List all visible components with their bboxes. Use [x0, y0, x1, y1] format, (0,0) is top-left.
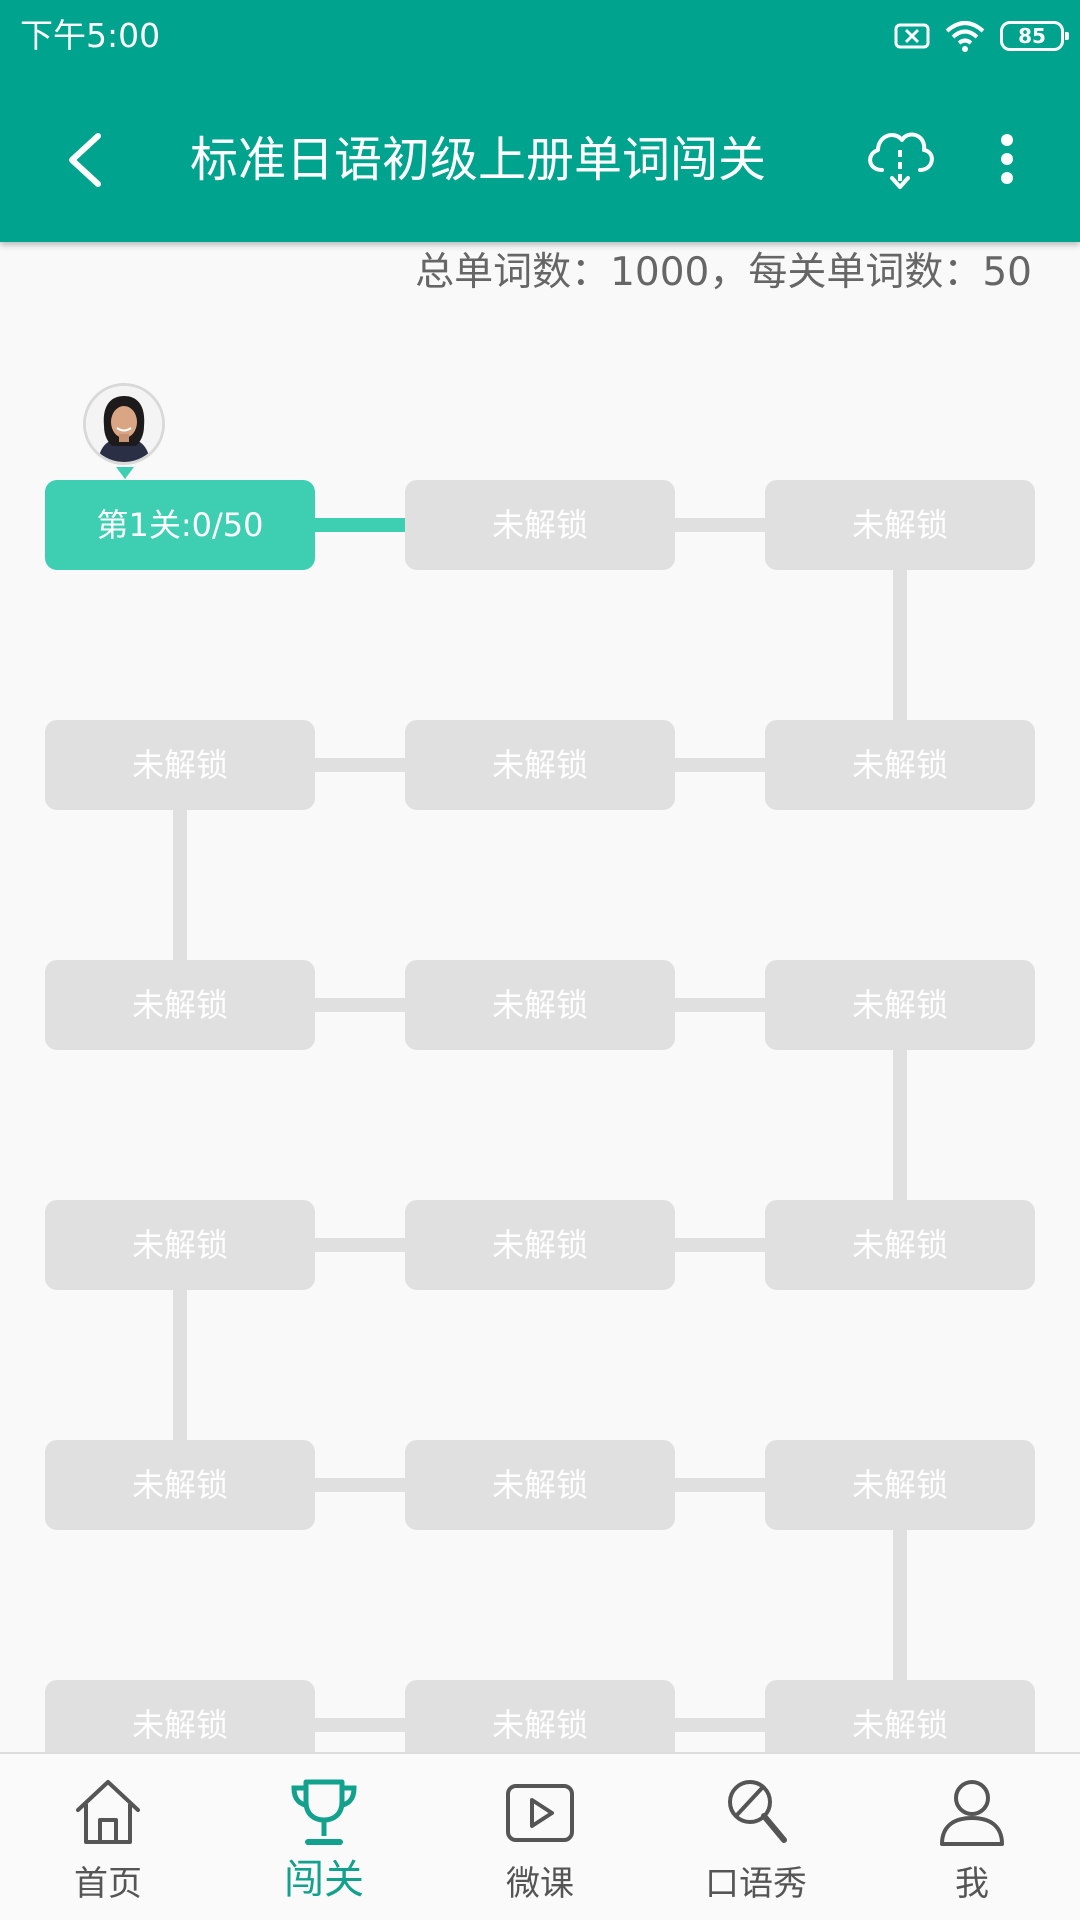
more-options-icon[interactable]	[992, 132, 1022, 186]
level-connector	[173, 808, 187, 962]
level-locked-button[interactable]: 未解锁	[765, 1440, 1035, 1530]
nav-label: 微课	[506, 1864, 574, 1904]
level-locked-button[interactable]: 未解锁	[405, 1680, 675, 1753]
level-connector	[893, 568, 907, 722]
level-connector	[672, 1718, 766, 1732]
level-locked-button[interactable]: 未解锁	[765, 1200, 1035, 1290]
level-connector	[173, 1288, 187, 1442]
level-connector	[312, 1718, 406, 1732]
level-locked-button[interactable]: 未解锁	[765, 720, 1035, 810]
user-avatar	[83, 383, 165, 465]
level-connector	[312, 1478, 406, 1492]
avatar-portrait-icon	[86, 386, 162, 462]
level-locked-button[interactable]: 未解锁	[45, 1200, 315, 1290]
app-bar: 下午5:00 85 标准日语初级上册单词闯关	[0, 0, 1080, 242]
level-locked-button[interactable]: 未解锁	[765, 960, 1035, 1050]
home-icon	[76, 1780, 140, 1844]
word-count-summary: 总单词数：1000，每关单词数：50	[415, 250, 1032, 295]
back-arrow-icon[interactable]	[60, 130, 112, 190]
level-connector	[893, 1048, 907, 1202]
avatar-pointer	[116, 467, 134, 479]
level-locked-button[interactable]: 未解锁	[405, 960, 675, 1050]
level-1-button[interactable]: 第1关:0/50	[45, 480, 315, 570]
status-time: 下午5:00	[20, 16, 161, 55]
battery-icon: 85	[1000, 21, 1069, 51]
level-map[interactable]: 第1关:0/50 未解锁 未解锁 未解锁 未解锁 未解锁 未解锁 未解锁 未解锁…	[0, 0, 1080, 1753]
level-locked-button[interactable]: 未解锁	[45, 960, 315, 1050]
nav-item-challenge[interactable]: 闯关	[216, 1754, 432, 1920]
level-locked-button[interactable]: 未解锁	[765, 480, 1035, 570]
level-connector	[672, 758, 766, 772]
level-connector	[312, 518, 406, 532]
status-icons: 85	[880, 18, 1069, 54]
level-connector	[312, 998, 406, 1012]
level-connector	[672, 1478, 766, 1492]
level-locked-button[interactable]: 未解锁	[405, 1440, 675, 1530]
level-locked-button[interactable]: 未解锁	[45, 1680, 315, 1753]
level-connector	[672, 1238, 766, 1252]
wifi-icon	[945, 21, 985, 52]
nav-item-speaking-show[interactable]: 口语秀	[648, 1754, 864, 1920]
microphone-icon	[728, 1780, 787, 1843]
nav-item-microlesson[interactable]: 微课	[432, 1754, 648, 1920]
video-play-icon	[506, 1784, 574, 1842]
trophy-icon	[291, 1779, 357, 1845]
page-title: 标准日语初级上册单词闯关	[190, 132, 767, 188]
bottom-nav: 首页 闯关 微课 口语秀	[0, 1752, 1080, 1920]
nav-item-home[interactable]: 首页	[0, 1754, 216, 1920]
level-locked-button[interactable]: 未解锁	[405, 480, 675, 570]
level-connector	[893, 1528, 907, 1682]
level-locked-button[interactable]: 未解锁	[765, 1680, 1035, 1753]
level-locked-button[interactable]: 未解锁	[405, 1200, 675, 1290]
level-locked-button[interactable]: 未解锁	[45, 720, 315, 810]
no-sim-icon	[894, 23, 930, 49]
nav-label: 首页	[74, 1864, 142, 1904]
person-icon	[940, 1780, 1004, 1846]
cloud-download-icon[interactable]	[860, 120, 940, 192]
nav-label: 我	[955, 1864, 989, 1904]
level-connector	[312, 758, 406, 772]
level-locked-button[interactable]: 未解锁	[45, 1440, 315, 1530]
nav-label: 口语秀	[705, 1864, 807, 1904]
level-connector	[672, 518, 766, 532]
level-locked-button[interactable]: 未解锁	[405, 720, 675, 810]
nav-label: 闯关	[284, 1857, 364, 1903]
level-connector	[672, 998, 766, 1012]
level-connector	[312, 1238, 406, 1252]
nav-item-me[interactable]: 我	[864, 1754, 1080, 1920]
